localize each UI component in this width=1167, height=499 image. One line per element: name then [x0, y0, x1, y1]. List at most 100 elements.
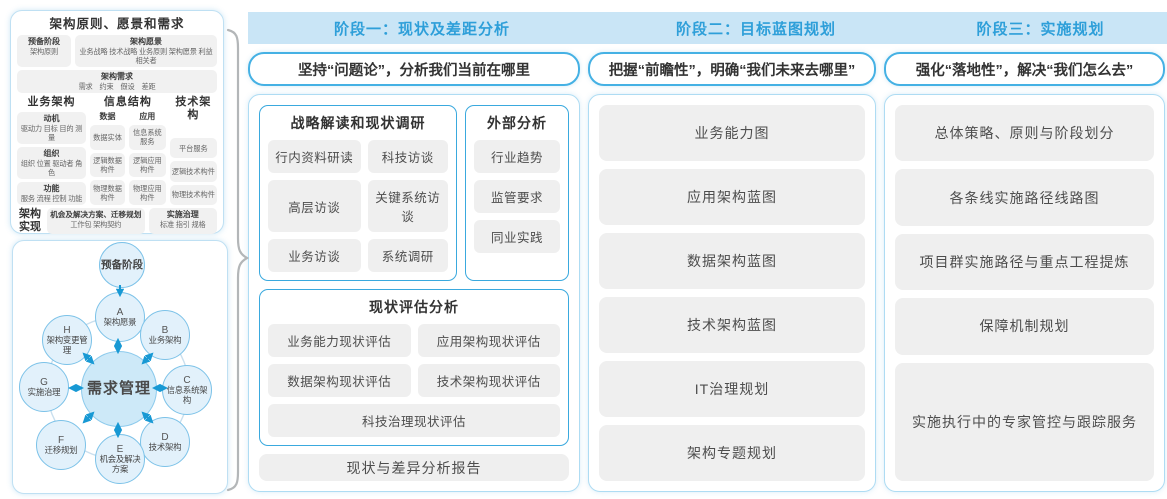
- architecture-vision-box: 架构愿景 业务战略 技术战略 业务原则 架构愿景 利益相关者: [75, 35, 217, 67]
- research-group: 战略解读和现状调研 行内资料研读科技访谈高层访谈关键系统访谈业务访谈系统调研: [259, 105, 457, 281]
- technical-item: 逻辑技术构件: [169, 161, 217, 182]
- organization-title: 组织: [43, 149, 60, 158]
- research-group-title: 战略解读和现状调研: [290, 115, 426, 131]
- phase3-subtitle: 强化“落地性”，解决“我们怎么去”: [884, 52, 1165, 86]
- application-item: 信息系统服务: [128, 125, 166, 150]
- research-item: 系统调研: [367, 239, 448, 272]
- adm-node-letter: A: [116, 306, 124, 318]
- technical-architecture-title: 技术架构: [175, 96, 212, 121]
- adm-node-label: 架构愿景: [103, 316, 137, 327]
- opportunities-migration-title: 机会及解决方案、迁移规划: [50, 210, 142, 219]
- phase2-item: 架构专题规划: [599, 425, 865, 481]
- research-item: 业务访谈: [268, 239, 361, 272]
- architecture-requirements-box: 架构需求 需求 约束 假设 差距: [17, 70, 217, 93]
- phase2-item: IT治理规划: [599, 361, 865, 417]
- implementation-governance-box: 实施治理 标准 指引 规格: [148, 208, 217, 234]
- external-item: 行业趋势: [474, 140, 560, 173]
- information-structure-title: 信息结构: [103, 96, 152, 108]
- application-subtitle: 应用: [139, 112, 156, 121]
- application-item: 物理应用构件: [128, 180, 166, 206]
- architecture-requirements-title: 架构需求: [101, 72, 133, 81]
- motivation-title: 动机: [43, 114, 60, 123]
- adm-node-label: 架构变更管理: [46, 335, 88, 355]
- adm-node-label: 实施治理: [27, 386, 61, 397]
- external-analysis-group: 外部分析 行业趋势监管要求同业实践: [465, 105, 569, 281]
- phase1-subtitle: 坚持“问题论”，分析我们当前在哪里: [248, 52, 580, 86]
- information-structure-column: 信息结构 数据 数据实体逻辑数据构件物理数据构件 应用 信息系统服务逻辑应用构件…: [90, 96, 166, 206]
- motivation-box: 动机 驱动力 目标 目的 测量: [17, 112, 87, 144]
- external-item: 监管要求: [474, 180, 560, 213]
- technical-item: 平台服务: [169, 138, 217, 159]
- curly-brace: [226, 28, 250, 492]
- framework-title: 架构原则、愿景和需求: [49, 17, 185, 31]
- assessment-item-full: 科技治理现状评估: [268, 404, 560, 437]
- opportunities-migration-sub: 工作包 架构契约: [70, 220, 122, 229]
- architecture-vision-title: 架构愿景: [130, 37, 162, 46]
- adm-node-label: 信息系统架构: [166, 385, 208, 405]
- adm-node-label: 机会及解决方案: [99, 454, 141, 474]
- phase2-item: 应用架构蓝图: [599, 169, 865, 225]
- architecture-framework-panel: 架构原则、愿景和需求 预备阶段 架构原则 架构愿景 业务战略 技术战略 业务原则…: [10, 10, 224, 234]
- phase2-item: 业务能力图: [599, 105, 865, 161]
- phase3-item: 实施执行中的专家管控与跟踪服务: [895, 362, 1154, 481]
- phase1-body: 战略解读和现状调研 行内资料研读科技访谈高层访谈关键系统访谈业务访谈系统调研 外…: [248, 94, 580, 492]
- architecture-requirements-sub: 需求 约束 假设 差距: [78, 82, 156, 91]
- architecture-implementation-label: 架构实现: [19, 208, 41, 233]
- adm-node-label: 迁移规划: [44, 444, 78, 455]
- phase3-header: 阶段三：实施规划: [884, 12, 1167, 44]
- implementation-governance-sub: 标准 指引 规格: [159, 220, 206, 229]
- phase2-body: 业务能力图应用架构蓝图数据架构蓝图技术架构蓝图 IT治理规划架构专题规划: [588, 94, 876, 492]
- phase2-item: 技术架构蓝图: [599, 297, 865, 353]
- gap-analysis-report-box: 现状与差异分析报告: [259, 454, 569, 481]
- business-architecture-column: 业务架构 动机 驱动力 目标 目的 测量 组织 组织 位置 驱动者 角色 功能 …: [17, 96, 87, 205]
- research-item: 科技访谈: [367, 140, 448, 173]
- organization-box: 组织 组织 位置 驱动者 角色: [17, 147, 87, 179]
- phase1-header: 阶段一：现状及差距分析: [248, 12, 612, 44]
- business-architecture-title: 业务架构: [27, 96, 76, 108]
- phase3-body: 总体策略、原则与阶段划分各条线实施路径线路图项目群实施路径与重点工程提炼保障机制…: [884, 94, 1165, 492]
- research-item: 关键系统访谈: [367, 180, 448, 232]
- external-analysis-title: 外部分析: [487, 115, 547, 131]
- adm-node-label: 技术架构: [148, 441, 182, 452]
- data-item: 数据实体: [90, 125, 125, 150]
- external-item: 同业实践: [474, 220, 560, 253]
- phase3-item: 总体策略、原则与阶段划分: [895, 105, 1154, 162]
- function-title: 功能: [43, 184, 60, 193]
- data-subtitle: 数据: [99, 112, 116, 121]
- phase2-item: 数据架构蓝图: [599, 233, 865, 289]
- adm-node-label: 业务架构: [148, 334, 182, 345]
- assessment-item: 数据架构现状评估: [268, 364, 411, 397]
- function-box: 功能 服务 流程 控制 功能: [17, 182, 87, 205]
- assessment-group-title: 现状评估分析: [369, 299, 459, 315]
- prep-phase-sub: 架构原则: [30, 47, 58, 56]
- prep-phase-box: 预备阶段 架构原则: [17, 35, 71, 67]
- assessment-item: 业务能力现状评估: [268, 324, 411, 357]
- application-subcolumn: 应用 信息系统服务逻辑应用构件物理应用构件: [128, 112, 166, 206]
- research-item: 行内资料研读: [268, 140, 361, 173]
- motivation-sub: 驱动力 目标 目的 测量: [20, 124, 83, 142]
- phase3-item: 项目群实施路径与重点工程提炼: [895, 233, 1154, 291]
- adm-node-letter: G: [40, 376, 48, 388]
- phase3-item: 各条线实施路径线路图: [895, 169, 1154, 226]
- phase2-subtitle: 把握“前瞻性”，明确“我们未来去哪里”: [588, 52, 876, 86]
- opportunities-migration-box: 机会及解决方案、迁移规划 工作包 架构契约: [47, 208, 145, 234]
- organization-sub: 组织 位置 驱动者 角色: [20, 159, 83, 177]
- adm-prep-phase-circle: 预备阶段: [99, 242, 145, 288]
- data-item: 逻辑数据构件: [90, 152, 125, 178]
- architecture-vision-sub: 业务战略 技术战略 业务原则 架构愿景 利益相关者: [79, 47, 213, 65]
- prep-phase-title: 预备阶段: [28, 37, 60, 46]
- implementation-governance-title: 实施治理: [166, 210, 199, 219]
- assessment-group: 现状评估分析 业务能力现状评估应用架构现状评估数据架构现状评估技术架构现状评估 …: [259, 289, 569, 446]
- phase3-item: 保障机制规划: [895, 298, 1154, 355]
- assessment-item: 技术架构现状评估: [417, 364, 560, 397]
